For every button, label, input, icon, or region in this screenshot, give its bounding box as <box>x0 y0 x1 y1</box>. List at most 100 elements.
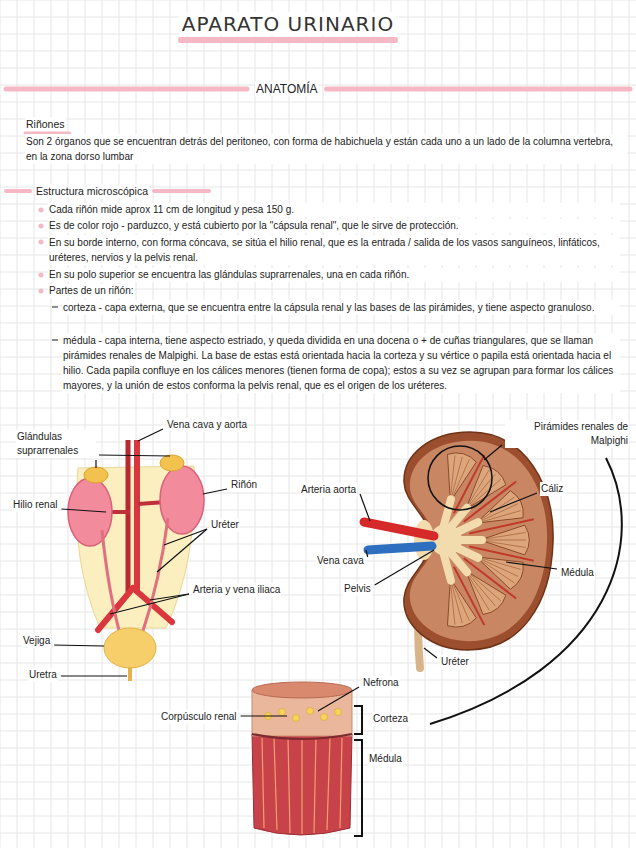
leader-line <box>366 550 368 557</box>
pyramid-stripe <box>452 457 462 496</box>
grid-line <box>0 323 636 324</box>
leader-line <box>375 550 434 585</box>
part-label: Vena cava y aorta <box>166 418 248 432</box>
renal-pyramid <box>480 525 529 555</box>
stripe-line <box>327 738 330 830</box>
ureter-tube <box>142 518 168 634</box>
part-label: Cáliz <box>540 482 564 496</box>
pyramid-stripe <box>451 585 455 625</box>
bullet-dot <box>39 208 44 213</box>
grid-line <box>0 170 636 171</box>
grid-line <box>68 0 69 848</box>
part-label: Pirámides renales de Malpighi <box>505 420 629 448</box>
highlight-bar <box>154 189 209 193</box>
grid-line <box>136 0 137 848</box>
note-text: Cada riñón mide aprox 11 cm de longitud … <box>48 203 620 217</box>
part-label: Arteria aorta <box>300 483 357 497</box>
pyramid-stripe <box>481 561 514 583</box>
pyramid-stripe <box>451 455 455 495</box>
cortex-medulla-border <box>252 734 352 739</box>
pyramid-stripe <box>453 584 469 621</box>
leader-line <box>241 715 287 716</box>
zoom-arc <box>430 458 622 724</box>
leader-line <box>318 687 359 711</box>
stripe-line <box>262 738 264 828</box>
pyramid-stripe <box>469 470 490 504</box>
grid-line <box>357 0 358 848</box>
part-label: Médula <box>368 752 403 766</box>
stripe-line <box>274 738 277 830</box>
part-label: Pelvis <box>343 582 372 596</box>
highlight-circle <box>428 446 492 510</box>
grid-line <box>493 0 494 848</box>
grid-line <box>0 119 636 120</box>
pyramid-stripe <box>486 533 526 539</box>
renal-sinus <box>414 520 434 560</box>
grid-line <box>425 0 426 848</box>
part-label: Vejiga <box>22 634 51 648</box>
grid-line <box>17 0 18 848</box>
grid-line <box>119 0 120 848</box>
aorta <box>134 440 140 592</box>
grid-line <box>0 680 636 681</box>
highlight-bar <box>181 37 395 43</box>
leader-line <box>157 529 207 572</box>
adrenal-gland <box>160 455 184 471</box>
part-label: Uréter <box>440 655 470 669</box>
grid-line <box>476 0 477 848</box>
pyramid-stripe <box>482 559 518 576</box>
part-label: Nefrona <box>362 676 400 690</box>
pyramid-group <box>430 453 534 627</box>
leader-line <box>360 494 370 521</box>
grid-line <box>0 646 636 647</box>
pyramid-stripe <box>469 576 490 610</box>
highlight-bar <box>6 189 30 193</box>
grid-line <box>0 102 636 103</box>
pyramid-stripe <box>452 584 462 623</box>
bracket <box>354 706 362 734</box>
note-text: ANATOMÍA <box>255 82 319 96</box>
page-title: APARATO URINARIO <box>179 12 397 36</box>
bullet-dot <box>39 224 44 229</box>
kidney-cortex <box>410 441 547 642</box>
renal-artery <box>364 522 434 536</box>
bullet-dash <box>52 340 58 341</box>
block-top <box>252 682 352 698</box>
leader-line <box>54 645 104 646</box>
note-text: corteza - capa externa, que se encuentra… <box>62 300 620 315</box>
renal-vein <box>368 546 432 550</box>
leader-line <box>95 460 96 468</box>
part-label: Hilio renal <box>12 498 58 512</box>
highlight-bar <box>327 87 630 92</box>
note-text: médula - capa interna, tiene aspecto est… <box>62 333 620 393</box>
grid-line <box>0 51 636 52</box>
leader-line <box>99 455 170 456</box>
stripe-line <box>340 738 342 828</box>
grid-line <box>0 408 636 409</box>
kidney-section-figure <box>364 432 553 668</box>
bullet-dot <box>39 240 44 245</box>
grid-line <box>0 0 1 848</box>
note-text: Estructura microscópica <box>35 184 149 198</box>
pyramid-stripe <box>486 540 526 541</box>
grid-line <box>0 0 636 1</box>
grid-line <box>0 459 636 460</box>
grid-line <box>0 663 636 664</box>
glomerulus-dot <box>321 714 328 721</box>
glomerulus-dot <box>335 709 342 716</box>
part-label: Corpúsculo renal <box>160 710 238 724</box>
bullet-dash <box>52 307 58 308</box>
grid-line <box>153 0 154 848</box>
vena-cava <box>126 440 131 592</box>
grid-line <box>102 0 103 848</box>
stripe-line <box>314 738 316 833</box>
pyramid-stripe <box>453 459 469 496</box>
leader-line <box>424 648 437 658</box>
medulla-stripes <box>262 738 342 834</box>
medulla-block <box>252 734 352 835</box>
renal-pyramid <box>447 579 476 627</box>
grid-line <box>459 0 460 848</box>
leader-line <box>164 529 207 545</box>
